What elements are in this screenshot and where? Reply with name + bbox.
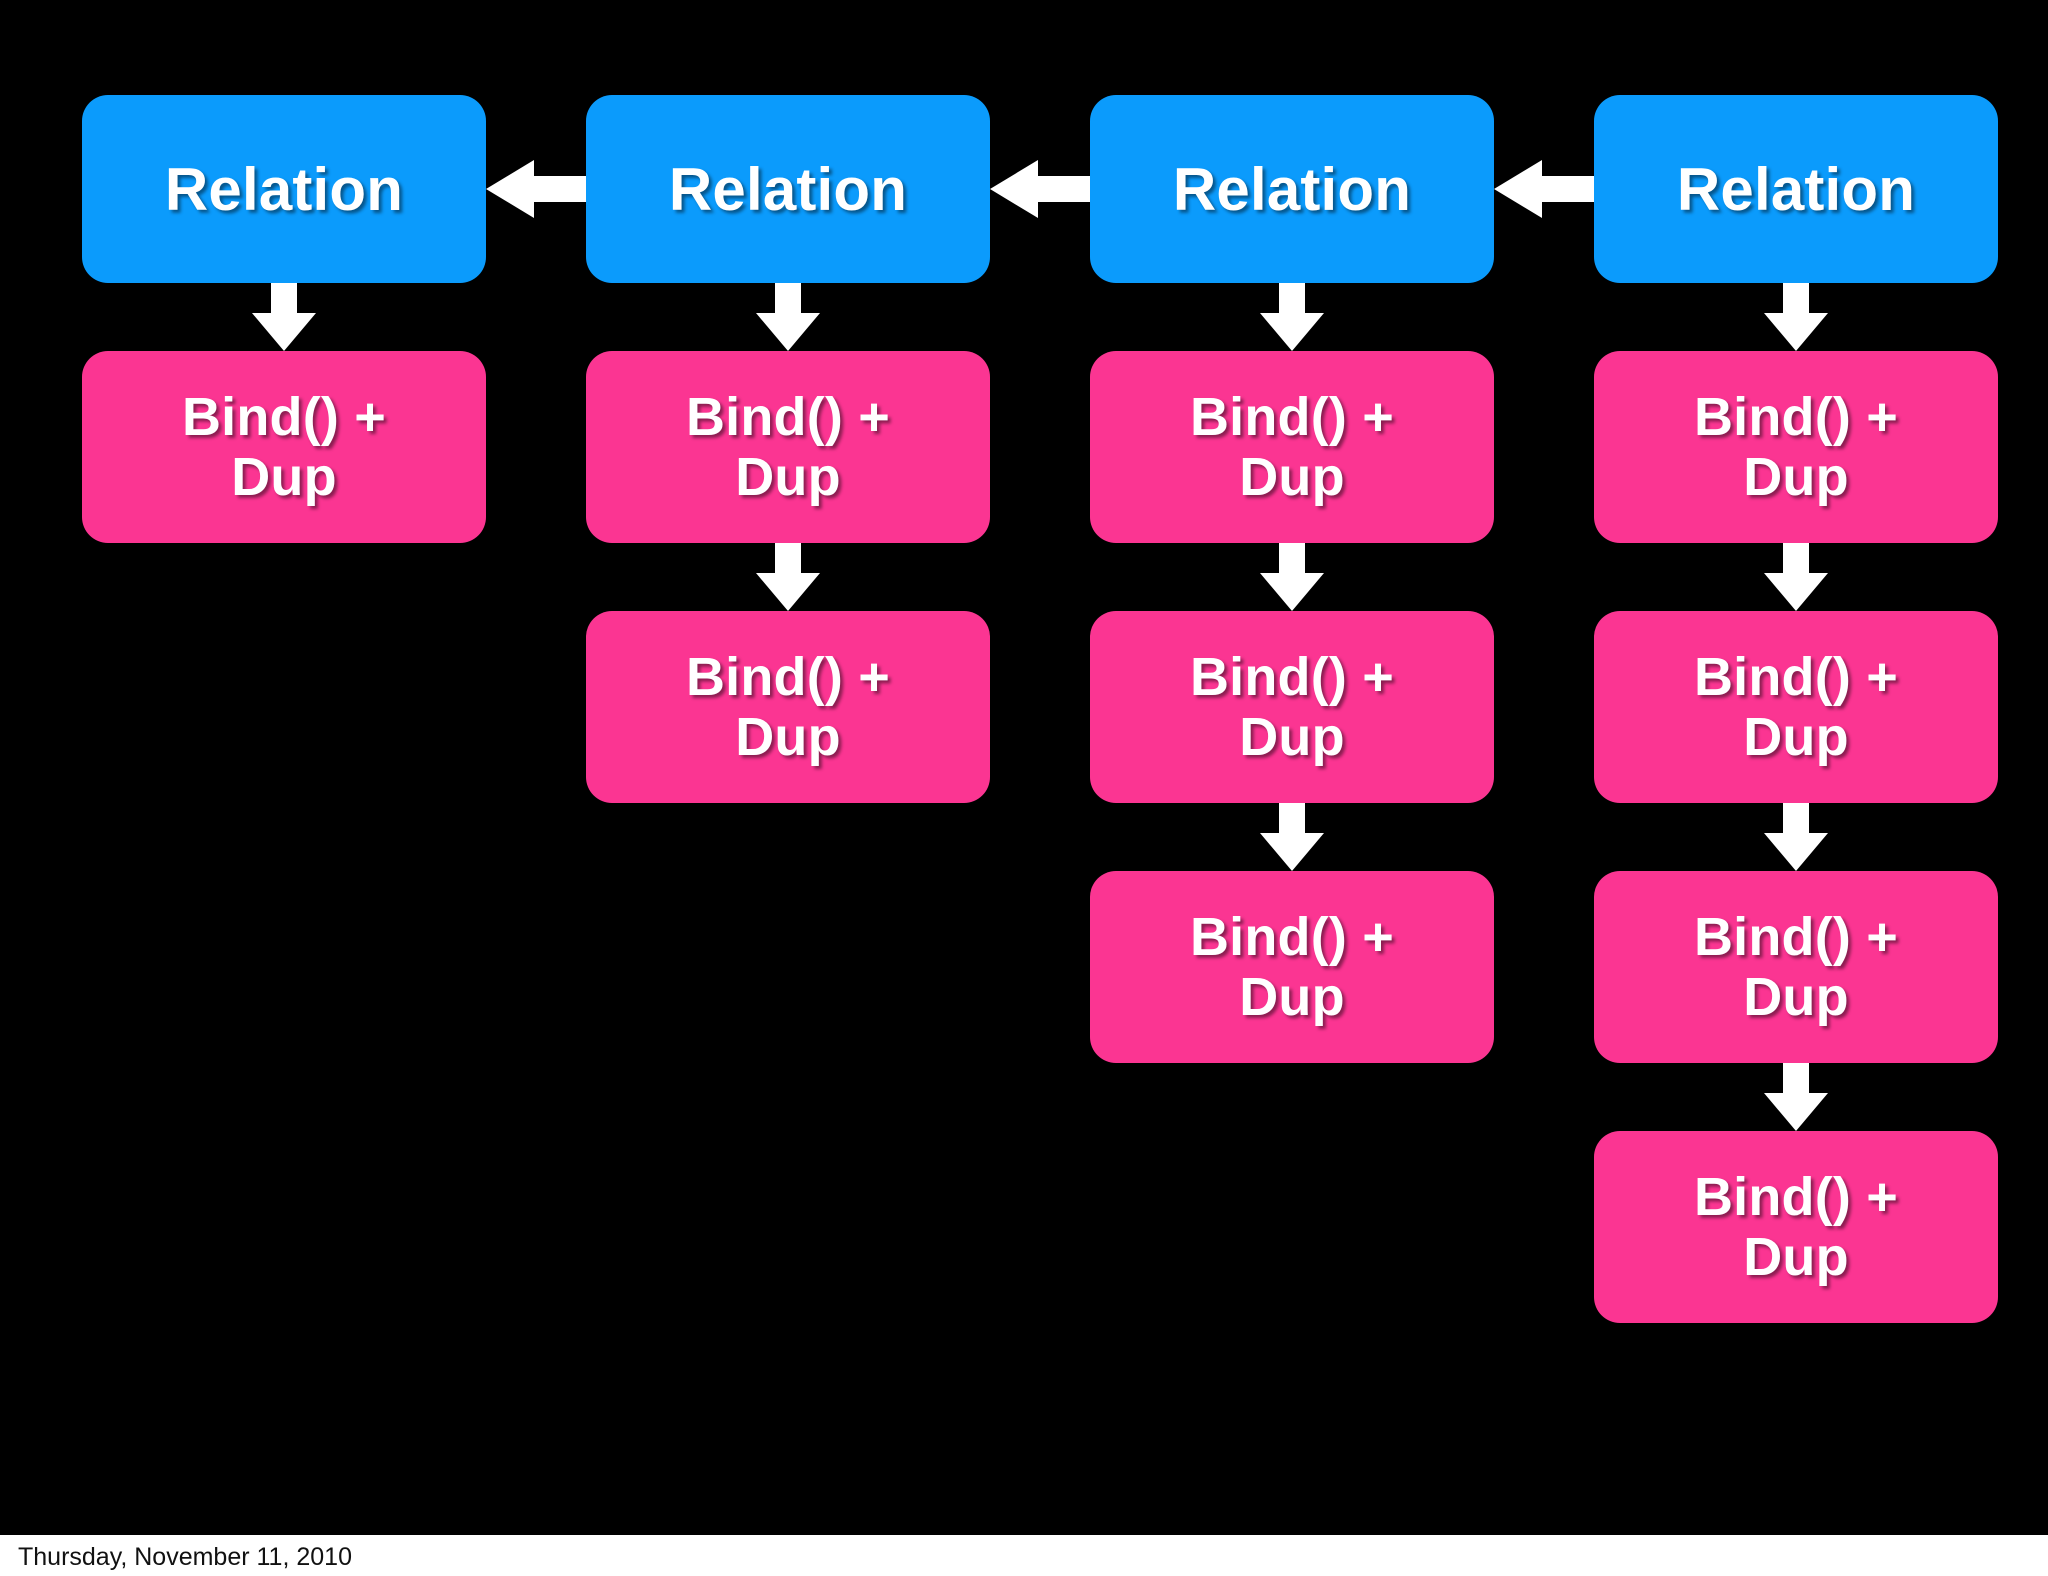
relation-box-3[interactable]: Relation — [1594, 95, 1998, 283]
relation-label-2: Relation — [1172, 155, 1412, 223]
down-arrow-icon — [1090, 543, 1494, 611]
diagram-column-3: Relation Bind() + Dup Bind() + Dup — [1594, 95, 1998, 1323]
arrow-head — [1260, 833, 1324, 871]
left-arrow-icon — [990, 160, 1090, 218]
arrow-stem — [1032, 176, 1090, 202]
left-arrow-icon — [486, 160, 586, 218]
arrow-head — [756, 573, 820, 611]
down-arrow-icon — [586, 283, 990, 351]
bind-label-1-0: Bind() + Dup — [685, 386, 891, 507]
bind-box-0-0[interactable]: Bind() + Dup — [82, 351, 486, 543]
bind-label-0-0: Bind() + Dup — [181, 386, 387, 507]
bind-box-2-2[interactable]: Bind() + Dup — [1090, 871, 1494, 1063]
relation-label-3: Relation — [1676, 155, 1916, 223]
arrow-stem — [528, 176, 586, 202]
down-arrow-icon — [82, 283, 486, 351]
diagram-column-0: Relation Bind() + Dup — [82, 95, 486, 543]
arrow-head — [990, 160, 1038, 218]
bind-label-1-1: Bind() + Dup — [685, 646, 891, 767]
down-arrow-icon — [1594, 1063, 1998, 1131]
left-arrow-icon — [1494, 160, 1594, 218]
bind-box-3-0[interactable]: Bind() + Dup — [1594, 351, 1998, 543]
arrow-head — [252, 313, 316, 351]
arrow-stem — [1536, 176, 1594, 202]
arrow-head — [1494, 160, 1542, 218]
bind-label-2-2: Bind() + Dup — [1189, 906, 1395, 1027]
bind-box-3-3[interactable]: Bind() + Dup — [1594, 1131, 1998, 1323]
down-arrow-icon — [1594, 803, 1998, 871]
relation-box-2[interactable]: Relation — [1090, 95, 1494, 283]
bind-label-3-3: Bind() + Dup — [1693, 1166, 1899, 1287]
down-arrow-icon — [1594, 543, 1998, 611]
footer-date-label: Thursday, November 11, 2010 — [18, 1543, 352, 1571]
bind-label-3-2: Bind() + Dup — [1693, 906, 1899, 1027]
flow-diagram: Relation Bind() + Dup Relation — [82, 95, 1998, 1323]
bind-box-2-1[interactable]: Bind() + Dup — [1090, 611, 1494, 803]
down-arrow-icon — [586, 543, 990, 611]
bind-label-2-0: Bind() + Dup — [1189, 386, 1395, 507]
arrow-head — [1764, 313, 1828, 351]
bind-label-3-1: Bind() + Dup — [1693, 646, 1899, 767]
arrow-head — [486, 160, 534, 218]
bind-box-1-1[interactable]: Bind() + Dup — [586, 611, 990, 803]
relation-box-1[interactable]: Relation — [586, 95, 990, 283]
bind-box-2-0[interactable]: Bind() + Dup — [1090, 351, 1494, 543]
diagram-column-2: Relation Bind() + Dup Bind() + Dup — [1090, 95, 1494, 1063]
arrow-head — [1764, 833, 1828, 871]
arrow-head — [756, 313, 820, 351]
bind-label-3-0: Bind() + Dup — [1693, 386, 1899, 507]
bind-box-3-1[interactable]: Bind() + Dup — [1594, 611, 1998, 803]
bind-box-3-2[interactable]: Bind() + Dup — [1594, 871, 1998, 1063]
down-arrow-icon — [1090, 283, 1494, 351]
arrow-head — [1764, 1093, 1828, 1131]
relation-label-1: Relation — [668, 155, 908, 223]
arrow-head — [1260, 313, 1324, 351]
slide-footer: Thursday, November 11, 2010 — [0, 1535, 2048, 1576]
relation-box-0[interactable]: Relation — [82, 95, 486, 283]
arrow-head — [1764, 573, 1828, 611]
relation-label-0: Relation — [164, 155, 404, 223]
arrow-head — [1260, 573, 1324, 611]
down-arrow-icon — [1594, 283, 1998, 351]
bind-label-2-1: Bind() + Dup — [1189, 646, 1395, 767]
diagram-column-1: Relation Bind() + Dup Bind() + Dup — [586, 95, 990, 803]
down-arrow-icon — [1090, 803, 1494, 871]
bind-box-1-0[interactable]: Bind() + Dup — [586, 351, 990, 543]
slide-canvas: Relation Bind() + Dup Relation — [0, 0, 2048, 1535]
